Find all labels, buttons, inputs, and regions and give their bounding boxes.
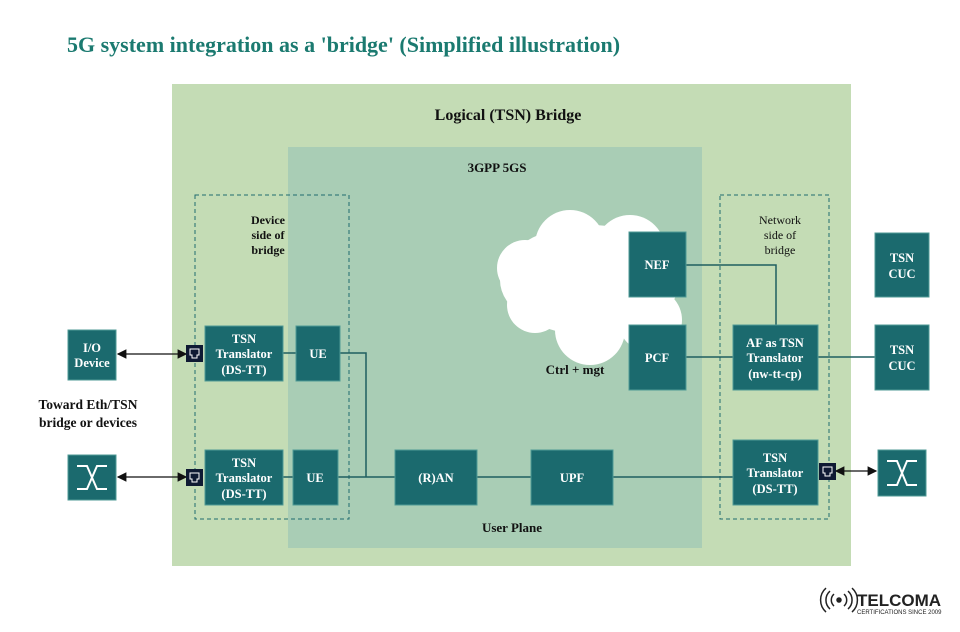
- svg-text:TSN: TSN: [890, 251, 914, 265]
- logo-name: TELCOMA: [857, 591, 941, 610]
- wireless-signal-icon: [819, 587, 859, 613]
- svg-text:TSN: TSN: [232, 332, 256, 346]
- toward-label: Toward Eth/TSN bridge or devices: [39, 397, 138, 430]
- svg-text:Network: Network: [759, 213, 801, 227]
- nef-box[interactable]: NEF: [628, 231, 687, 298]
- user-plane-label: User Plane: [482, 520, 542, 535]
- svg-text:Toward Eth/TSN: Toward Eth/TSN: [39, 397, 138, 412]
- svg-text:bridge or devices: bridge or devices: [39, 415, 137, 430]
- pcf-box[interactable]: PCF: [628, 324, 687, 391]
- ue-top[interactable]: UE: [295, 325, 341, 382]
- svg-text:TSN: TSN: [232, 456, 256, 470]
- svg-text:UE: UE: [306, 471, 323, 485]
- logical-bridge-label: Logical (TSN) Bridge: [435, 107, 582, 124]
- svg-text:side of: side of: [764, 228, 796, 242]
- svg-text:UE: UE: [309, 347, 326, 361]
- 5gs-label: 3GPP 5GS: [468, 160, 527, 175]
- svg-text:Device: Device: [74, 356, 110, 370]
- svg-text:(nw-tt-cp): (nw-tt-cp): [748, 367, 801, 381]
- svg-text:(DS-TT): (DS-TT): [752, 482, 797, 496]
- ethernet-port-icon: [186, 469, 203, 486]
- svg-text:TSN: TSN: [890, 343, 914, 357]
- svg-text:Translator: Translator: [747, 466, 804, 480]
- tsn-cuc-top[interactable]: TSN CUC: [874, 232, 930, 298]
- svg-text:Translator: Translator: [216, 471, 273, 485]
- ethernet-port-icon: [186, 345, 203, 362]
- svg-text:CUC: CUC: [888, 359, 915, 373]
- svg-text:bridge: bridge: [765, 243, 796, 257]
- ue-bottom[interactable]: UE: [292, 449, 339, 506]
- svg-text:(R)AN: (R)AN: [418, 471, 453, 485]
- svg-text:UPF: UPF: [560, 471, 585, 485]
- svg-text:bridge: bridge: [251, 243, 285, 257]
- svg-text:(DS-TT): (DS-TT): [221, 363, 266, 377]
- user-plane-link: [283, 352, 733, 478]
- ctrl-mgt-label: Ctrl + mgt: [546, 362, 605, 377]
- svg-text:TSN: TSN: [763, 451, 787, 465]
- logo-tagline: CERTIFICATIONS SINCE 2009: [857, 610, 942, 616]
- svg-text:(DS-TT): (DS-TT): [221, 487, 266, 501]
- network-switch-icon: [877, 449, 927, 497]
- svg-text:PCF: PCF: [645, 351, 670, 365]
- network-switch-icon: [67, 454, 117, 501]
- svg-text:AF as TSN: AF as TSN: [746, 336, 804, 350]
- svg-text:Translator: Translator: [216, 347, 273, 361]
- tsn-cuc[interactable]: TSN CUC: [874, 324, 930, 391]
- ran-box[interactable]: (R)AN: [394, 449, 478, 506]
- control-links: [686, 264, 875, 358]
- svg-text:NEF: NEF: [645, 258, 670, 272]
- page-title: 5G system integration as a 'bridge' (Sim…: [67, 32, 620, 57]
- svg-text:I/O: I/O: [83, 341, 101, 355]
- upf-box[interactable]: UPF: [530, 449, 614, 506]
- svg-text:CUC: CUC: [888, 267, 915, 281]
- svg-text:Device: Device: [251, 213, 286, 227]
- svg-text:Translator: Translator: [747, 351, 804, 365]
- ethernet-port-icon: [819, 463, 836, 480]
- svg-text:side of: side of: [252, 228, 286, 242]
